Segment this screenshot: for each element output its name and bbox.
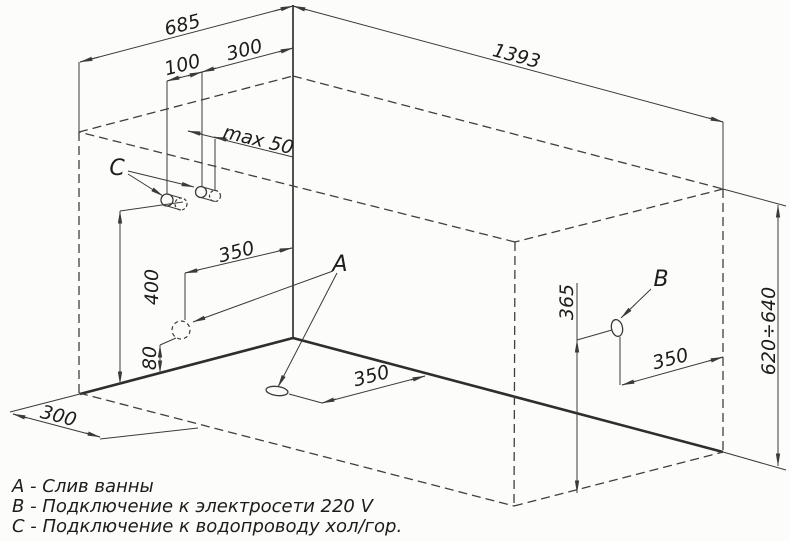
dim-350-floor-arrow-left (321, 397, 337, 404)
bath-base-front-left-edge (78, 392, 515, 507)
dim-bath-length-1393: 1393 (292, 5, 724, 189)
dim-1393-value: 1393 (490, 39, 542, 73)
dim-100-arrow-left (166, 75, 182, 82)
dim-300-top-value: 300 (224, 35, 265, 65)
dim-front-clearance-300: 300 (12, 401, 199, 440)
leader-a-to-floor-drain (277, 272, 338, 388)
dim-350-right-arrow-left (621, 379, 637, 386)
dim-100-value: 100 (162, 50, 203, 80)
water-stub-1-top-line (166, 193, 182, 199)
dim-max50-value: max 50 (221, 121, 296, 159)
dim-350-wall-line (184, 247, 293, 274)
dim-300-top-arrow-right (278, 47, 294, 54)
dim-300-top-arrow-left (201, 66, 217, 73)
dim-drain-floor-offset-350: 350 (288, 361, 426, 404)
legend-line-power: В - Подключение к электросети 220 V (12, 496, 375, 517)
water-stub-2-wall-hole (208, 189, 222, 203)
dim-300-top-line (201, 47, 294, 73)
dim-685-line (79, 5, 294, 63)
dim-1393-arrow-right (708, 116, 724, 123)
dim-drain-wall-offset-350: 350 (184, 237, 293, 320)
drain-floor-hole (265, 385, 289, 397)
dim-685-arrow-left (79, 56, 100, 63)
leader-a-to-wall-drain (192, 270, 334, 323)
power-socket (610, 318, 624, 338)
dim-rim-height-620-640: 620÷640 (722, 188, 787, 467)
label-a: A (330, 252, 347, 277)
water-stub-2-pipe-end (194, 185, 208, 199)
dim-350-floor-extension (288, 393, 323, 404)
dim-pipe-protrusion-max50: max 50 (187, 121, 296, 191)
dim-300-floor-arrow-left (12, 413, 28, 420)
dim-350-right-value: 350 (650, 344, 691, 374)
dim-350-right-arrow-right (708, 356, 724, 363)
bath-rim-front-edge (78, 131, 516, 243)
dim-max50-arrow-1 (187, 130, 203, 136)
dim-80-connector (159, 337, 177, 346)
dim-300-floor-arrow-right (85, 431, 101, 438)
dim-1393-line (292, 5, 724, 123)
dim-300-floor-line (12, 413, 101, 438)
bathtub-outline (78, 75, 724, 507)
label-c: C (109, 156, 125, 181)
legend: А - Слив ванны В - Подключение к электро… (11, 476, 402, 537)
bath-corner-front-vertical (513, 241, 516, 507)
water-stub-1-bottom-line (166, 205, 182, 211)
dim-300-floor-extension (99, 427, 199, 440)
bath-rim-right-edge (514, 188, 724, 243)
water-stub-2 (194, 185, 222, 203)
room-walls (9, 5, 787, 471)
dim-80-value: 80 (139, 346, 161, 370)
marker-c-water: C (109, 156, 195, 197)
bath-base-front-right-edge (513, 451, 724, 507)
water-stub-1 (160, 193, 188, 211)
dim-620-top-extension (722, 188, 787, 207)
dim-water-height-400: 400 (117, 201, 184, 385)
dim-350-floor-value: 350 (351, 361, 392, 391)
dim-685-arrow-right (273, 5, 294, 12)
legend-line-water: С - Подключение к водопроводу хол/гор. (12, 516, 402, 537)
water-stub-2-bottom-line (200, 197, 216, 202)
dim-350-floor-line (321, 375, 426, 404)
marker-a-drain: A (192, 252, 348, 388)
dim-max50-line (187, 130, 294, 158)
dim-350-right-line (621, 356, 724, 386)
water-stub-2-top-line (200, 186, 216, 191)
dim-350-wall-value: 350 (216, 237, 257, 267)
dim-350-wall-arrow-left (184, 268, 200, 274)
bath-rim-left-edge (78, 75, 294, 133)
dim-300-floor-value: 300 (38, 401, 79, 431)
dim-max50-arrow-2 (213, 136, 229, 142)
leader-c-to-stub-1 (127, 173, 164, 197)
water-stub-1-wall-hole (174, 197, 188, 211)
drain-wall-outlet (171, 320, 191, 340)
floor-left-extension (9, 393, 81, 413)
floor-right-edge (292, 336, 724, 454)
dim-water-offset-300: 300 (201, 35, 294, 73)
label-b: B (653, 267, 668, 292)
dim-drain-height-80: 80 (139, 337, 177, 374)
marker-b-power: B (620, 267, 669, 319)
leader-c-to-stub-2 (127, 170, 195, 188)
leader-b-to-socket (620, 288, 652, 319)
floor-right-extension (722, 451, 787, 471)
floor-left-edge (79, 336, 294, 396)
legend-line-drain: А - Слив ванны (11, 476, 154, 497)
dim-socket-offset-350: 350 (619, 337, 724, 386)
dim-350-wall-arrow-right (277, 247, 293, 253)
dim-socket-height-365: 365 (556, 283, 613, 494)
dim-400-value: 400 (141, 269, 163, 305)
dim-620-value: 620÷640 (758, 287, 780, 375)
dim-365-value: 365 (556, 284, 578, 320)
bath-rim-back-edge (292, 75, 724, 190)
dim-685-value: 685 (162, 10, 203, 40)
dim-350-floor-arrow-right (410, 375, 426, 382)
dim-400-connector (119, 201, 184, 212)
dim-365-connector (576, 329, 613, 341)
dim-100-arrow-right (187, 71, 203, 78)
dim-1393-arrow-left (292, 5, 308, 12)
dim-water-spacing-100: 100 (162, 50, 203, 194)
